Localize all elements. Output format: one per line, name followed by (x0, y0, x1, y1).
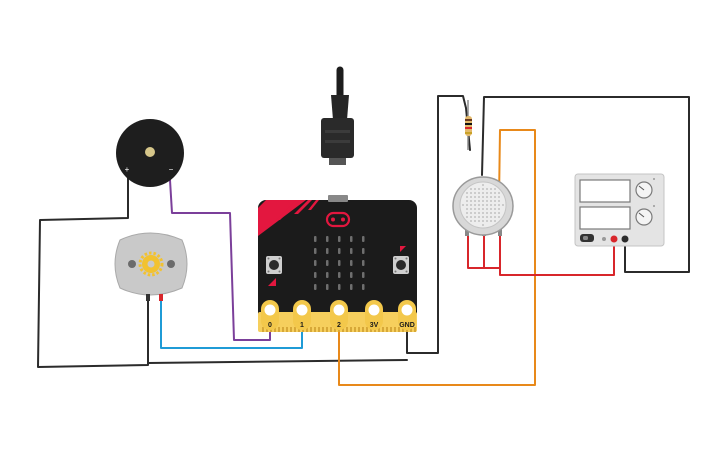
pin-2[interactable]: 2 (330, 300, 348, 330)
wire-gnd-sensor[interactable] (406, 95, 471, 354)
buzzer-center-dot (145, 147, 155, 157)
microbit-accent-corner (268, 278, 276, 286)
led-1-1 (326, 248, 329, 254)
microbit-accent-stripes (276, 200, 300, 220)
wire-motor-red-pin1[interactable] (160, 298, 303, 349)
led-0-0 (314, 236, 317, 242)
mesh-sensor-icon[interactable] (452, 176, 514, 236)
buzzer-minus-label: − (169, 165, 174, 174)
piezo-buzzer[interactable]: + − (116, 119, 184, 187)
led-1-2 (338, 248, 341, 254)
buzzer-plus-label: + (125, 165, 130, 174)
led-4-0 (314, 284, 317, 290)
microbit-usb-socket (328, 195, 348, 202)
usb-connector-tip (329, 158, 346, 165)
bench-power-supply-icon[interactable] (574, 173, 665, 247)
led-4-4 (362, 284, 365, 290)
led-1-0 (314, 248, 317, 254)
led-2-0 (314, 260, 317, 266)
usb-plug-body (321, 118, 354, 158)
pin-0[interactable]: 0 (261, 300, 279, 330)
led-2-3 (350, 260, 353, 266)
gear-icon (138, 251, 164, 277)
motor-terminal-black (146, 294, 150, 301)
pin-1[interactable]: 1 (293, 300, 311, 330)
ps-display-bottom (579, 206, 631, 230)
ps-terminal-positive[interactable] (610, 235, 618, 243)
motor-screw-right (167, 260, 175, 268)
led-2-2 (338, 260, 341, 266)
motor-terminal-red (159, 294, 163, 301)
usb-cable-icon (321, 66, 354, 165)
wire-sensor-ps-black[interactable] (481, 96, 690, 273)
led-3-3 (350, 272, 353, 278)
pin-label: 2 (337, 322, 341, 329)
led-3-0 (314, 272, 317, 278)
led-0-2 (338, 236, 341, 242)
ps-terminal-negative[interactable] (621, 235, 629, 243)
motor-screw-left (128, 260, 136, 268)
led-0-3 (350, 236, 353, 242)
microbit-logo (325, 211, 351, 228)
led-0-1 (326, 236, 329, 242)
dc-motor[interactable] (114, 232, 188, 301)
pin-3v[interactable]: 3V (365, 300, 383, 330)
usb-plug-neck (331, 95, 349, 120)
edge-connector-teeth (262, 327, 416, 332)
led-3-4 (362, 272, 365, 278)
button-a[interactable] (266, 256, 282, 274)
led-0-4 (362, 236, 365, 242)
led-3-1 (326, 272, 329, 278)
wire-pin2-sensor[interactable] (338, 129, 536, 386)
led-4-2 (338, 284, 341, 290)
button-b[interactable] (393, 256, 409, 274)
microbit-pcb (258, 200, 417, 332)
led-2-1 (326, 260, 329, 266)
pin-label: 0 (268, 322, 272, 329)
pin-label: 3V (370, 322, 379, 329)
pin-pads: 0 1 2 3V GND (261, 300, 416, 330)
led-1-3 (350, 248, 353, 254)
wire-sensor-ps-red[interactable] (467, 234, 615, 276)
pin-label: 1 (300, 322, 304, 329)
led-1-4 (362, 248, 365, 254)
led-4-3 (350, 284, 353, 290)
led-4-1 (326, 284, 329, 290)
resistor-icon[interactable] (465, 100, 472, 150)
led-2-4 (362, 260, 365, 266)
led-3-2 (338, 272, 341, 278)
ps-display-top (579, 179, 631, 203)
pin-gnd[interactable]: GND (398, 300, 416, 330)
wires (37, 95, 690, 386)
led-matrix (314, 236, 365, 290)
pin-label: GND (399, 322, 415, 329)
microbit-board[interactable]: 0 1 2 3V GND (258, 195, 417, 332)
wire-buzzer-minus-pin0[interactable] (169, 179, 271, 341)
